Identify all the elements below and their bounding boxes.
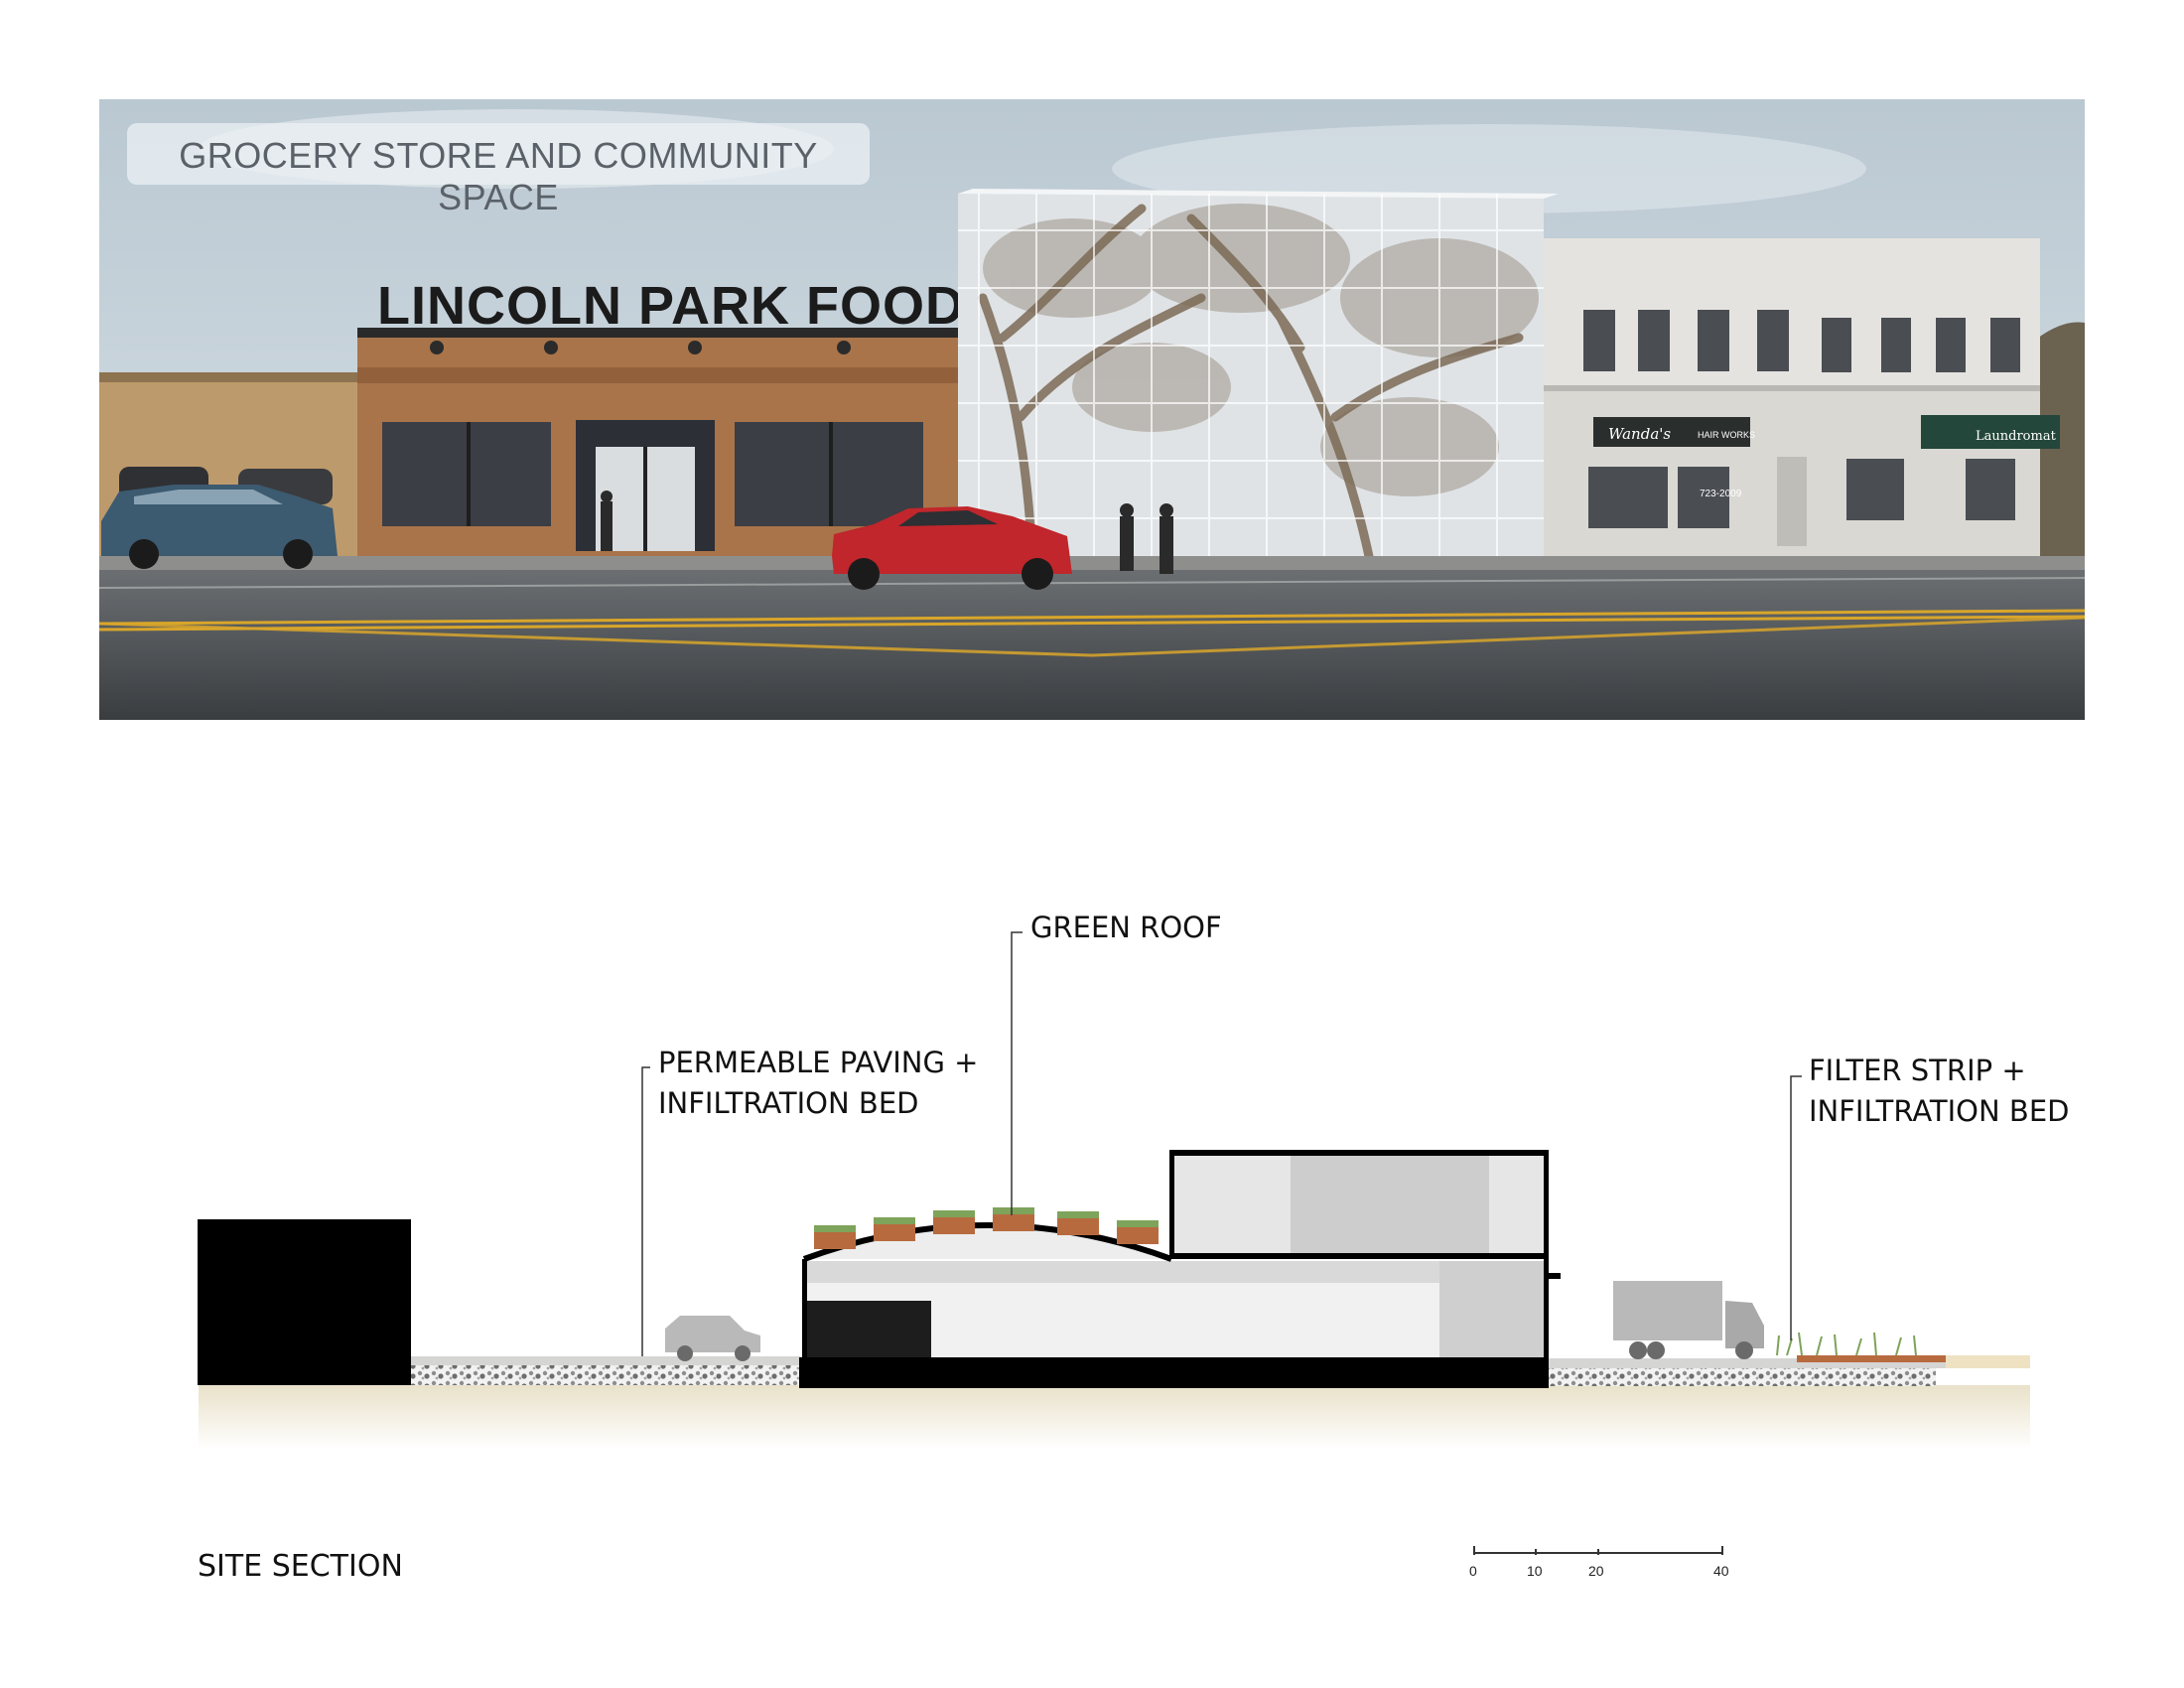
callout-line: PERMEABLE PAVING +	[658, 1046, 979, 1079]
glass-tree-facade	[958, 189, 1559, 566]
filter-strip-bed	[1549, 1368, 1936, 1386]
pedestrians	[601, 491, 1173, 574]
site-section	[198, 931, 2030, 1555]
callout-permeable-paving: PERMEABLE PAVING + INFILTRATION BED	[658, 1043, 978, 1124]
scale-tick-20: 20	[1588, 1563, 1604, 1579]
neighbor-building-mass	[198, 1219, 411, 1385]
hair-sign-sub: HAIR WORKS	[1698, 430, 1755, 440]
ground-soil	[199, 1385, 2030, 1450]
callout-line: INFILTRATION BED	[1809, 1094, 2070, 1128]
laundromat-sign	[1921, 415, 2060, 449]
phone-sign-text: 723-2009	[1700, 489, 1742, 499]
suv	[665, 1316, 760, 1361]
street-rendering: LINCOLN PARK FOODS	[98, 99, 2086, 720]
callout-line: INFILTRATION BED	[658, 1086, 919, 1120]
callout-leaders	[641, 931, 1802, 1356]
permeable-paving-bed	[411, 1365, 803, 1385]
callout-line: FILTER STRIP +	[1809, 1054, 2026, 1087]
filter-strip-grass	[1776, 1332, 1917, 1356]
red-car	[832, 506, 1072, 590]
parked-cars	[101, 467, 338, 569]
section-title: SITE SECTION	[198, 1549, 403, 1584]
laundromat-sign-text: Laundromat	[1976, 429, 2057, 444]
callout-line: GREEN ROOF	[1030, 911, 1222, 944]
delivery-truck	[1613, 1281, 1764, 1359]
grocery-building	[357, 328, 958, 566]
scale-tick-40: 40	[1713, 1563, 1729, 1579]
storefront-sign: LINCOLN PARK FOODS	[377, 276, 1002, 336]
callout-green-roof: GREEN ROOF	[1030, 908, 1222, 948]
building-section	[799, 1150, 1561, 1388]
hair-sign-text: Wanda's	[1608, 425, 1671, 443]
green-roof-planters	[814, 1213, 1159, 1249]
scale-tick-10: 10	[1527, 1563, 1543, 1579]
page-title: GROCERY STORE AND COMMUNITY SPACE	[179, 135, 818, 217]
scale-tick-0: 0	[1469, 1563, 1477, 1579]
scale-bar	[1473, 1546, 1723, 1555]
right-neighbor-building: Wanda's HAIR WORKS Laundromat 723-2009	[1544, 238, 2060, 566]
hair-sign	[1593, 417, 1750, 447]
title-badge: GROCERY STORE AND COMMUNITY SPACE	[127, 123, 870, 217]
callout-filter-strip: FILTER STRIP + INFILTRATION BED	[1809, 1051, 2069, 1132]
street	[99, 570, 2085, 720]
